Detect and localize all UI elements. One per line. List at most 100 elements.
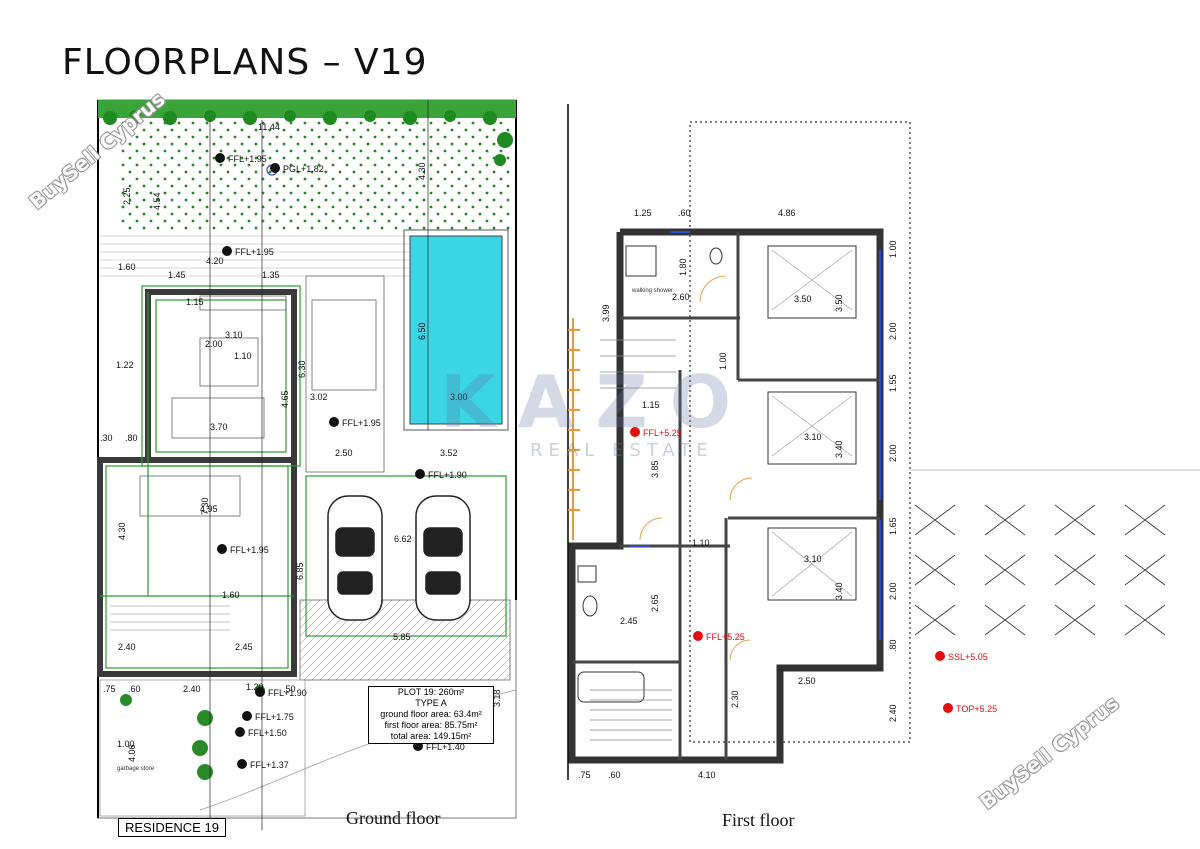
dimension-label: 3.18 bbox=[492, 689, 502, 707]
dimension-label: 7.30 bbox=[200, 497, 210, 515]
kazo-logo-watermark: KAZO bbox=[440, 360, 753, 444]
dimension-label: 2.00 bbox=[205, 339, 223, 349]
dimension-label: 2.30 bbox=[730, 690, 740, 708]
dimension-label: .80 bbox=[888, 639, 898, 652]
car-icon bbox=[415, 495, 471, 621]
ground-floor-caption: Ground floor bbox=[346, 808, 441, 828]
dimension-label: 3.10 bbox=[804, 432, 822, 442]
dimension-label: 3.40 bbox=[834, 582, 844, 600]
level-marker-icon bbox=[242, 711, 252, 721]
dimension-label: 3.40 bbox=[834, 440, 844, 458]
dimension-label: 3.10 bbox=[225, 330, 243, 340]
type-label: TYPE A bbox=[415, 698, 447, 708]
dimension-label: 1.20 bbox=[246, 682, 264, 692]
dimension-label: 2.50 bbox=[335, 448, 353, 458]
dimension-label: .30 bbox=[100, 433, 113, 443]
dimension-label: 4.06 bbox=[127, 744, 137, 762]
dimension-label: 6.62 bbox=[394, 534, 412, 544]
level-label: FFL+5.25 bbox=[706, 632, 745, 642]
ground-area-label: ground floor area: 63.4m² bbox=[380, 709, 482, 719]
kazo-sub-watermark: REAL ESTATE bbox=[530, 440, 714, 461]
dimension-label: 4.20 bbox=[206, 256, 224, 266]
car-icon bbox=[327, 495, 383, 621]
level-label: FFL+1.95 bbox=[228, 154, 267, 164]
dimension-label: 2.45 bbox=[620, 616, 638, 626]
ground-floor-plan: 11.444.542.254.301.601.351.454.203.102.0… bbox=[97, 99, 517, 830]
first-area-label: first floor area: 85.75m² bbox=[384, 720, 478, 730]
level-marker-icon bbox=[215, 153, 225, 163]
dimension-label: 2.00 bbox=[888, 444, 898, 462]
dimension-label: .80 bbox=[125, 433, 138, 443]
dimension-label: 1.00 bbox=[117, 739, 135, 749]
dimension-label: 2.00 bbox=[888, 582, 898, 600]
level-label: PGL+1.82 bbox=[283, 164, 324, 174]
dimension-label: 1.80 bbox=[678, 258, 688, 276]
dimension-label: 2.45 bbox=[235, 642, 253, 652]
dimension-label: 3.00 bbox=[450, 392, 468, 402]
dimension-label: 1.10 bbox=[234, 351, 252, 361]
dimension-label: 3.10 bbox=[804, 554, 822, 564]
level-marker-icon bbox=[237, 759, 247, 769]
dimension-label: 2.40 bbox=[118, 642, 136, 652]
dimension-label: 1.10 bbox=[692, 538, 710, 548]
dimension-label: 3.85 bbox=[650, 460, 660, 478]
level-marker-icon bbox=[270, 163, 280, 173]
dimension-label: 4.95 bbox=[200, 504, 218, 514]
dimension-label: 2.40 bbox=[183, 684, 201, 694]
dimension-label: .60 bbox=[128, 684, 141, 694]
level-marker-icon bbox=[935, 651, 945, 661]
level-label: FFL+1.95 bbox=[342, 418, 381, 428]
level-marker-icon bbox=[630, 427, 640, 437]
level-label: FFL+1.90 bbox=[428, 470, 467, 480]
dimension-label: 1.00 bbox=[718, 352, 728, 370]
dimension-label: 2.65 bbox=[650, 594, 660, 612]
level-label: FFL+1.95 bbox=[235, 247, 274, 257]
dimension-label: .50 bbox=[283, 684, 296, 694]
dimension-label: 4.54 bbox=[152, 192, 162, 210]
pool bbox=[409, 235, 503, 425]
dimension-label: 6.85 bbox=[295, 562, 305, 580]
level-marker-icon bbox=[222, 246, 232, 256]
dimension-label: 1.65 bbox=[888, 517, 898, 535]
level-marker-icon bbox=[329, 417, 339, 427]
ground-dimensions: 11.444.542.254.301.601.351.454.203.102.0… bbox=[100, 122, 502, 762]
dimension-label: .75 bbox=[103, 684, 116, 694]
dimension-label: 5.85 bbox=[393, 632, 411, 642]
dimension-label: 2.40 bbox=[888, 704, 898, 722]
level-label: FFL+1.40 bbox=[426, 742, 465, 752]
level-label: TOP+5.25 bbox=[956, 704, 997, 714]
dimension-label: 3.52 bbox=[440, 448, 458, 458]
level-marker-icon bbox=[235, 727, 245, 737]
level-marker-icon bbox=[943, 703, 953, 713]
first-floor-caption: First floor bbox=[722, 810, 795, 830]
dimension-label: 2.50 bbox=[798, 676, 816, 686]
dimension-label: 2.00 bbox=[888, 322, 898, 340]
dimension-label: 1.45 bbox=[168, 270, 186, 280]
level-label: FFL+5.25 bbox=[643, 428, 682, 438]
dimension-label: 1.35 bbox=[262, 270, 280, 280]
dimension-label: 1.22 bbox=[116, 360, 134, 370]
dimension-label: 1.55 bbox=[888, 374, 898, 392]
level-marker-icon bbox=[217, 544, 227, 554]
dimension-label: .60 bbox=[608, 770, 621, 780]
level-marker-icon bbox=[415, 469, 425, 479]
garbage-label: garbage store bbox=[117, 766, 155, 772]
dimension-label: 4.30 bbox=[117, 522, 127, 540]
ground-levels: FFL+1.95FFL+1.95FFL+1.95FFL+1.90FFL+1.75… bbox=[215, 153, 467, 770]
dimension-label: 3.50 bbox=[834, 294, 844, 312]
residence-label: RESIDENCE 19 bbox=[118, 818, 226, 837]
dimension-label: 3.50 bbox=[794, 294, 812, 304]
dimension-label: 1.15 bbox=[642, 400, 660, 410]
dimension-label: 1.15 bbox=[186, 297, 204, 307]
level-label: FFL+1.37 bbox=[250, 760, 289, 770]
level-label: FFL+1.50 bbox=[248, 728, 287, 738]
dimension-label: 4.10 bbox=[698, 770, 716, 780]
dimension-label: 1.00 bbox=[888, 240, 898, 258]
plot-info-box: PLOT 19: 260m² TYPE A ground floor area:… bbox=[368, 686, 494, 744]
dimension-label: 2.25 bbox=[122, 187, 132, 205]
dimension-label: 2.60 bbox=[672, 292, 690, 302]
dimension-label: 4.65 bbox=[280, 390, 290, 408]
